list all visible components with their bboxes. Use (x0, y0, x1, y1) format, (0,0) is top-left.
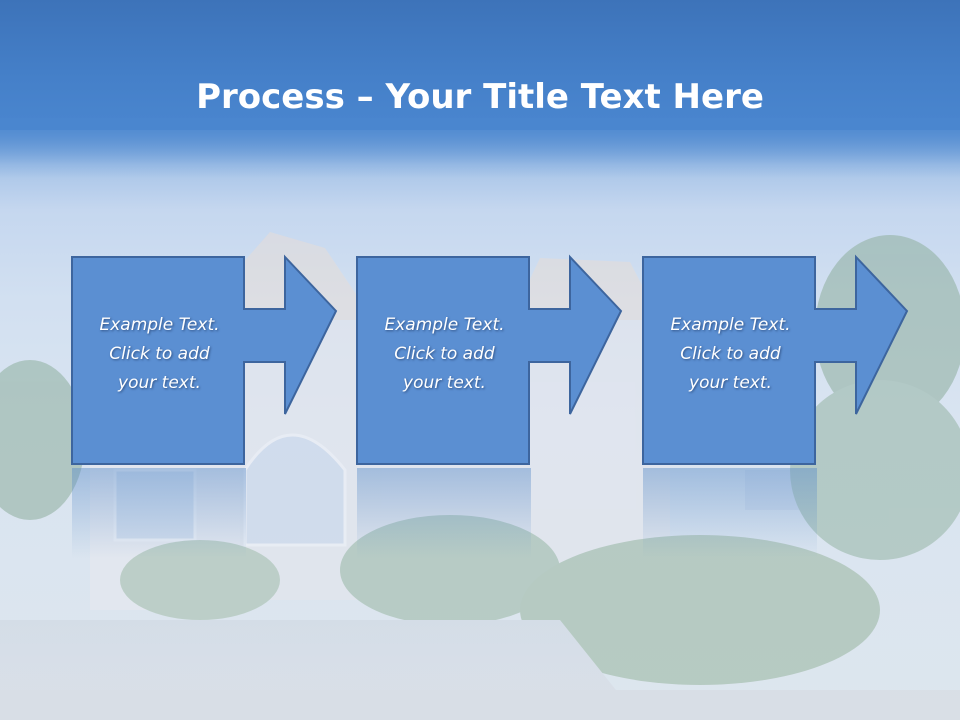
step-2-line-2: Click to add (394, 344, 495, 364)
arrow-right-icon (71, 254, 338, 465)
step-1-line-2: Click to add (109, 344, 210, 364)
arrow-right-icon (356, 254, 623, 465)
step-3-line-2: Click to add (680, 344, 781, 364)
step-3-text: Example Text. Click to add your text. (643, 311, 818, 398)
step-2-text: Example Text. Click to add your text. (357, 311, 532, 398)
header-band (0, 0, 960, 130)
title-rest: – Your Title Text Here (344, 76, 764, 117)
step-1-line-1: Example Text. (99, 315, 220, 335)
step-2-reflection (357, 468, 531, 558)
step-3-line-1: Example Text. (670, 315, 791, 335)
header-fade (0, 118, 960, 178)
step-3-line-3: your text. (689, 373, 772, 393)
step-1-line-3: your text. (118, 373, 201, 393)
step-2-line-3: your text. (403, 373, 486, 393)
step-2-line-1: Example Text. (384, 315, 505, 335)
arrow-right-icon (642, 254, 909, 465)
title-bold: Process (196, 76, 345, 117)
step-1-reflection (72, 468, 246, 558)
page-title[interactable]: Process – Your Title Text Here (0, 75, 960, 119)
step-3-reflection (643, 468, 817, 558)
step-1-text: Example Text. Click to add your text. (72, 311, 247, 398)
